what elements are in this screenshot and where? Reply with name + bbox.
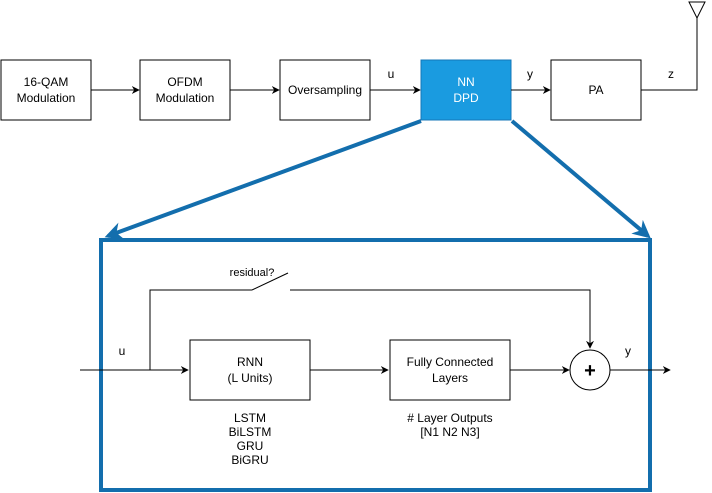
fc-caption-line1: # Layer Outputs <box>407 411 492 425</box>
qam-label-line1: 16-QAM <box>24 75 69 89</box>
fc-label-line2: Layers <box>432 371 468 385</box>
residual-path-left <box>149 289 252 370</box>
residual-label: residual? <box>230 267 275 279</box>
fc-label-line1: Fully Connected <box>407 355 494 369</box>
rnn-variants-list: LSTM BiLSTM GRU BiGRU <box>229 411 272 467</box>
rnn-variant-lstm: LSTM <box>234 411 266 425</box>
nn-dpd-label-line1: NN <box>457 75 474 89</box>
residual-switch <box>251 272 289 291</box>
nn-dpd-label-line2: DPD <box>453 91 479 105</box>
fully-connected-block: Fully Connected Layers <box>389 339 511 401</box>
signal-y-label: y <box>527 67 533 81</box>
qam-label-line2: Modulation <box>17 91 76 105</box>
residual-path-right <box>290 289 594 349</box>
sum-node: + <box>569 349 611 391</box>
rnn-block: RNN (L Units) <box>189 339 311 401</box>
top-chain: 16-QAM Modulation OFDM Modulation Oversa… <box>0 1 706 121</box>
rnn-label-line2: (L Units) <box>228 371 273 385</box>
pa-block: PA <box>550 59 642 121</box>
antenna-icon <box>688 1 706 20</box>
ofdm-label-line1: OFDM <box>167 75 202 89</box>
rnn-variant-bigru: BiGRU <box>231 453 268 467</box>
sum-symbol: + <box>584 360 596 382</box>
qam-modulation-block: 16-QAM Modulation <box>0 59 92 121</box>
pa-label: PA <box>588 83 603 97</box>
rnn-variant-gru: GRU <box>237 439 264 453</box>
detail-output-y-label: y <box>625 344 631 358</box>
nn-dpd-block: NN DPD <box>420 59 512 121</box>
signal-u-label: u <box>388 67 395 81</box>
zoom-right-arrow <box>510 119 651 239</box>
ofdm-label-line2: Modulation <box>156 91 215 105</box>
fc-caption-line2: [N1 N2 N3] <box>420 425 479 439</box>
rnn-label-line1: RNN <box>237 355 263 369</box>
ofdm-modulation-block: OFDM Modulation <box>139 59 231 121</box>
zoom-left-arrow <box>104 119 422 240</box>
detail-frame <box>99 238 652 492</box>
rnn-variant-bilstm: BiLSTM <box>229 425 272 439</box>
detail-view: u residual? RNN (L Units) LSTM BiLSTM GR… <box>80 267 671 467</box>
detail-input-u-label: u <box>119 344 126 358</box>
signal-z-label: z <box>668 67 674 81</box>
oversampling-label: Oversampling <box>288 83 362 97</box>
zoom-connector <box>104 119 651 240</box>
oversampling-block: Oversampling <box>279 59 371 121</box>
pa-to-antenna-wire <box>641 18 698 91</box>
